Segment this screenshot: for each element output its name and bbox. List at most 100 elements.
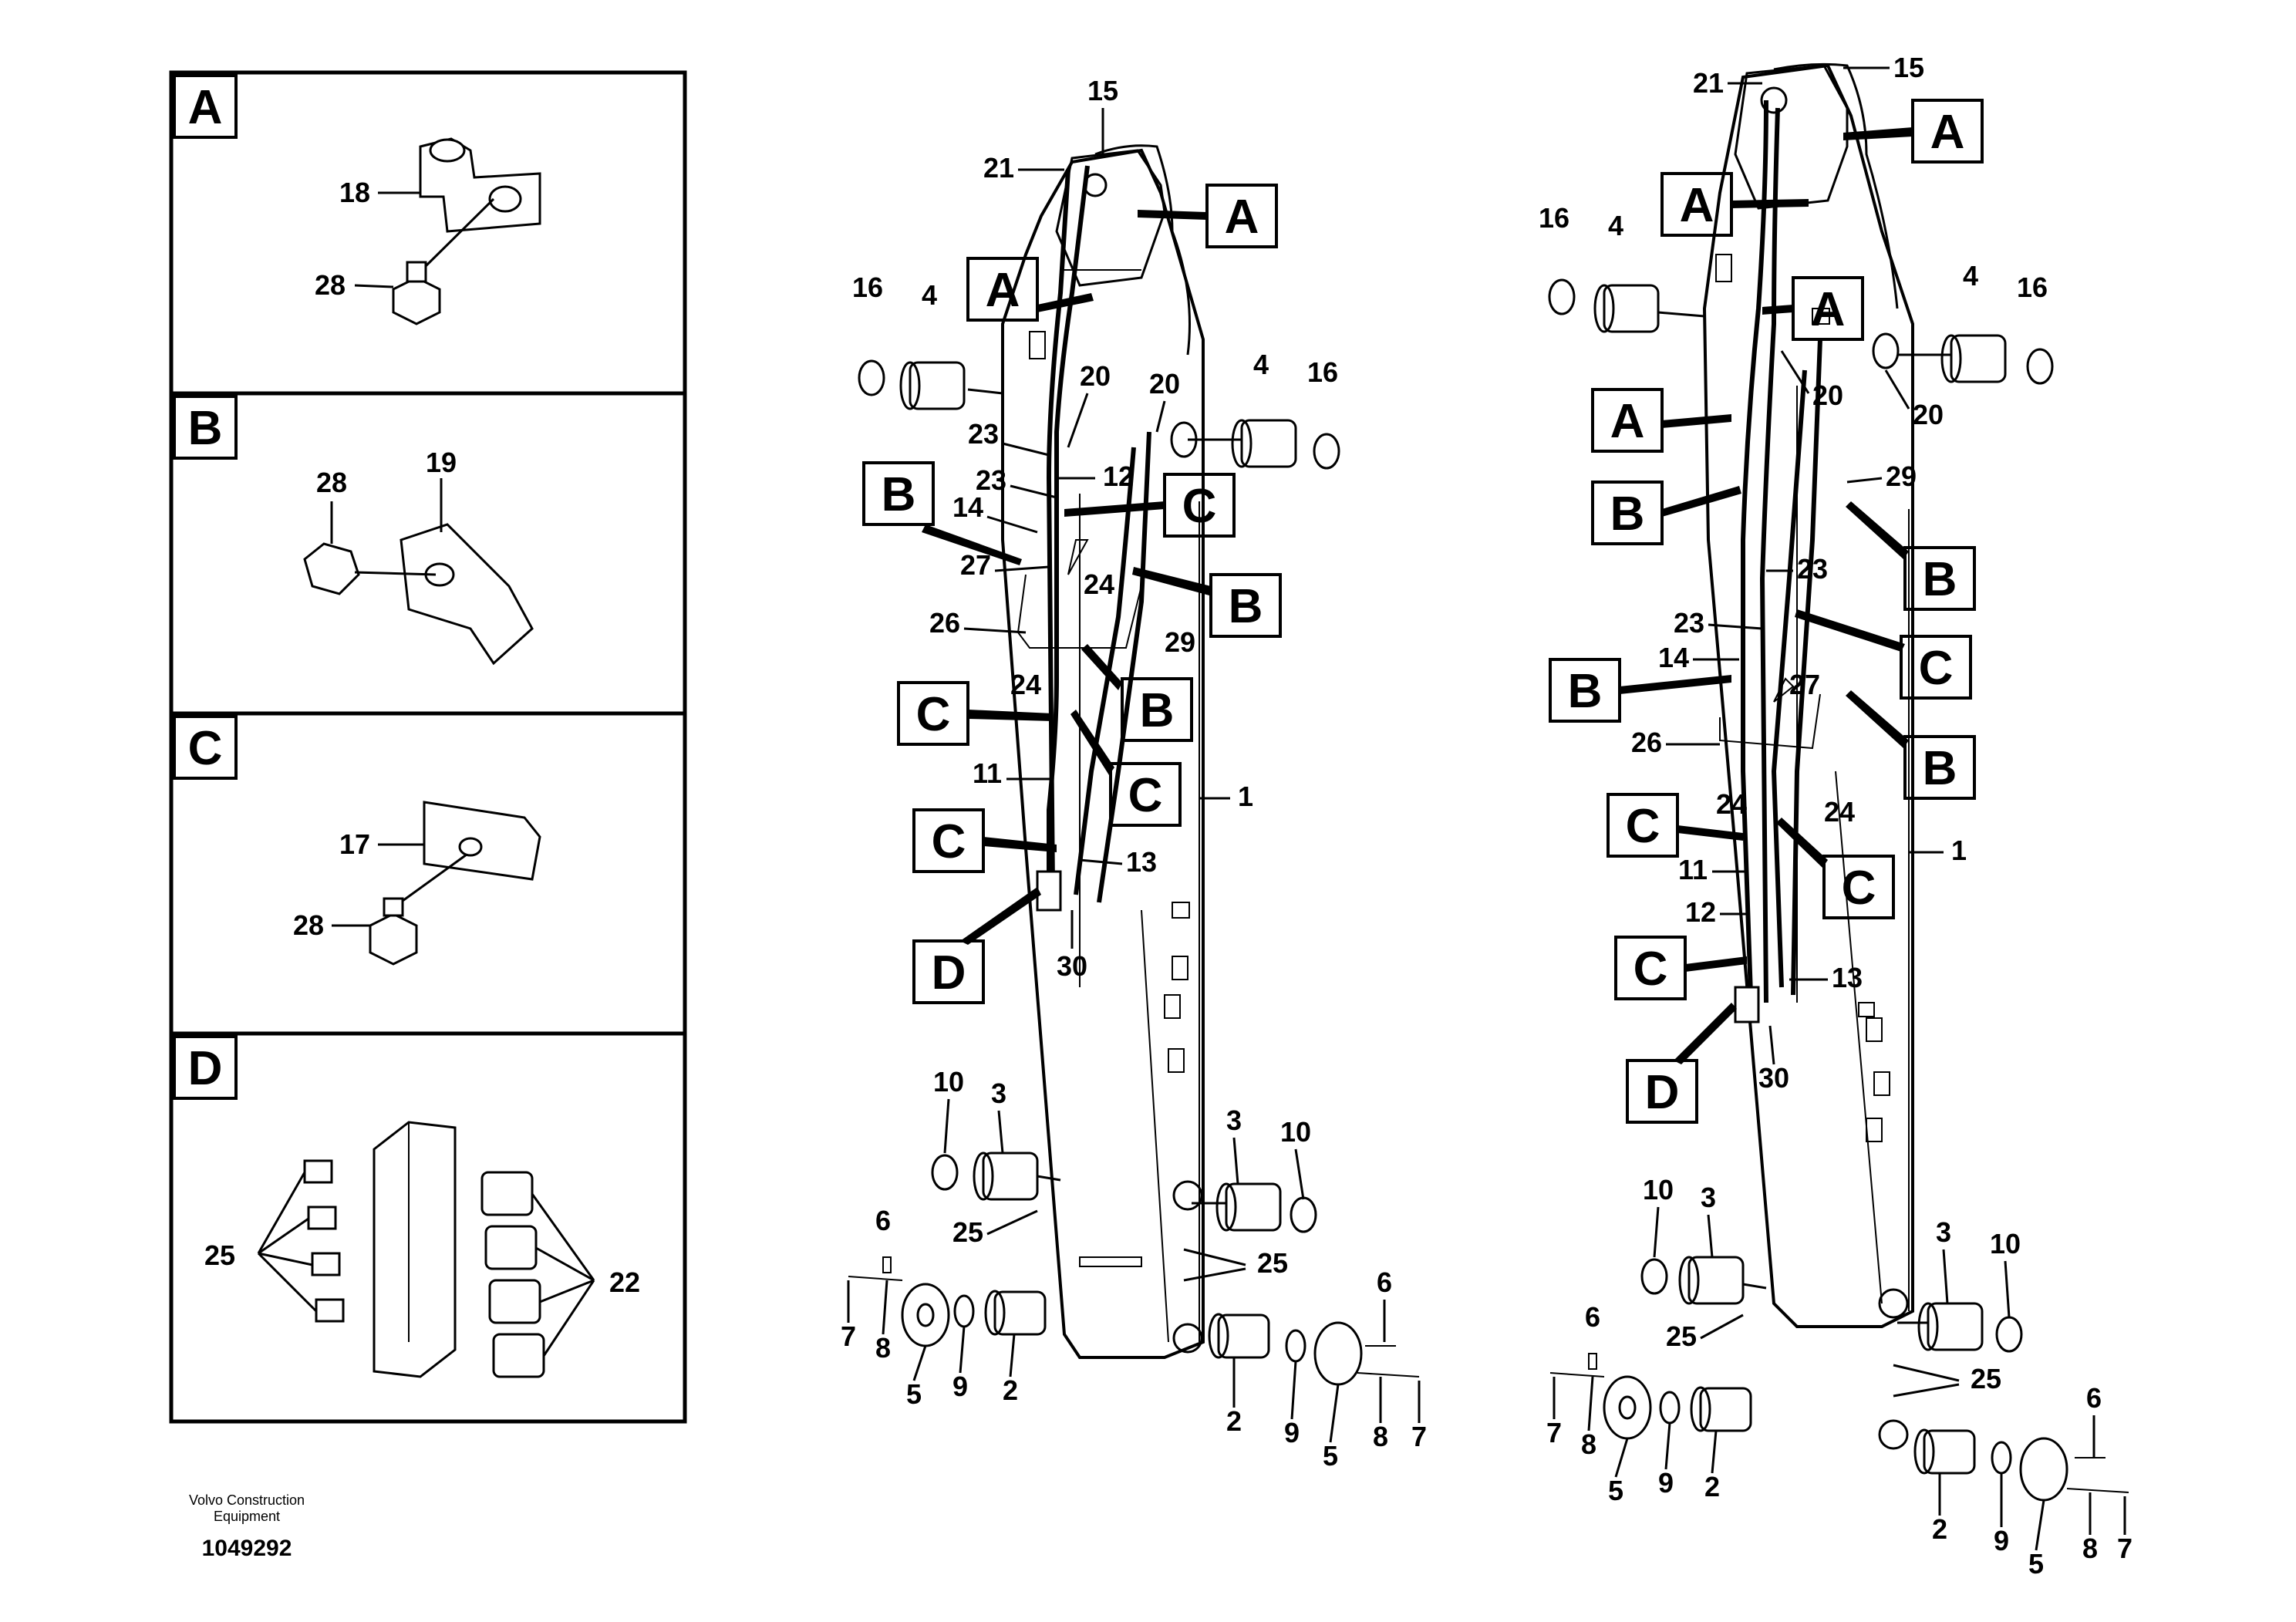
part-number-label: 26 [1631, 727, 1662, 758]
part-number-label: 25 [1666, 1320, 1697, 1352]
part-number-label: 5 [1323, 1440, 1338, 1472]
part-number-label: 9 [1284, 1417, 1300, 1448]
detail-panel-d: D 25 22 [173, 1035, 640, 1378]
part-number-label: 15 [1087, 75, 1118, 106]
part-number-label: 10 [1990, 1228, 2021, 1259]
right-ref-boxes: A A A A B B C B B C [1549, 99, 1984, 1124]
part-number-label: 29 [1165, 626, 1195, 658]
part-number-label: 6 [1377, 1266, 1392, 1298]
part-number-label: 12 [1103, 460, 1134, 492]
ref-b: B [1610, 487, 1645, 541]
label-19: 19 [426, 447, 457, 478]
panel-letter: D [188, 1042, 223, 1095]
part-number-label: 25 [1257, 1247, 1288, 1279]
detail-panels: A 18 28 B 28 19 [169, 70, 687, 1424]
part-number-label: 27 [1789, 669, 1820, 700]
ref-b: B [1923, 553, 1957, 606]
part-number-label: 25 [952, 1216, 983, 1248]
part-number-label: 25 [1971, 1363, 2001, 1394]
part-number-label: 24 [1824, 796, 1855, 828]
part-number-label: 16 [852, 271, 883, 303]
label-28: 28 [315, 269, 346, 301]
part-number-label: 21 [1693, 67, 1724, 99]
ref-c: C [916, 688, 951, 741]
ref-d: D [1645, 1066, 1680, 1119]
part-number-label: 2 [1932, 1513, 1947, 1545]
part-number-label: 3 [991, 1077, 1006, 1109]
detail-frame [169, 70, 687, 1424]
part-number-label: 23 [1797, 553, 1828, 585]
ref-c: C [1919, 642, 1954, 695]
part-number-label: 11 [1678, 854, 1708, 885]
part-number-label: 24 [1010, 669, 1041, 700]
part-number-label: 16 [2017, 271, 2048, 303]
part-number-label: 5 [1608, 1475, 1623, 1506]
drawing-number: 1049292 [201, 1536, 292, 1561]
label-22: 22 [609, 1266, 640, 1298]
part-number-label: 13 [1126, 846, 1157, 878]
panel-letter: A [188, 81, 223, 134]
part-number-label: 4 [1608, 210, 1623, 241]
part-number-label: 7 [2117, 1533, 2132, 1564]
part-number-label: 13 [1832, 962, 1863, 993]
part-number-label: 12 [1685, 896, 1716, 928]
part-number-label: 4 [922, 279, 937, 311]
ref-d: D [932, 946, 966, 1000]
left-arm-assembly: A A B C B B C [841, 75, 1427, 1472]
part-number-label: 6 [875, 1205, 891, 1236]
right-arm-assembly: A A A A B B C B B C [1539, 52, 2132, 1580]
part-number-label: 3 [1936, 1216, 1951, 1248]
part-number-label: 9 [1994, 1525, 2009, 1556]
part-number-label: 29 [1886, 460, 1917, 492]
ref-b: B [882, 468, 916, 521]
part-number-label: 20 [1149, 368, 1180, 400]
detail-panel-a: A 18 28 [173, 74, 541, 325]
ref-a: A [1930, 106, 1965, 159]
part-number-label: 8 [875, 1332, 891, 1364]
part-number-label: 14 [1658, 642, 1689, 673]
part-number-label: 23 [1674, 607, 1704, 639]
detail-panel-c: C 17 28 [173, 715, 541, 966]
part-number-label: 2 [1704, 1471, 1720, 1502]
ref-b: B [1568, 665, 1603, 718]
ref-b: B [1229, 580, 1263, 633]
ref-c: C [1842, 862, 1876, 915]
part-number-label: 2 [1003, 1374, 1018, 1406]
part-number-label: 2 [1226, 1405, 1242, 1437]
part-number-label: 10 [1643, 1174, 1674, 1206]
company-name-line1: Volvo Construction [188, 1492, 305, 1508]
part-number-label: 8 [2082, 1533, 2098, 1564]
part-number-label: 14 [952, 491, 983, 523]
label-25: 25 [204, 1239, 235, 1271]
part-number-label: 4 [1963, 260, 1978, 292]
part-number-label: 4 [1253, 349, 1269, 380]
part-number-label: 24 [1084, 568, 1114, 600]
part-number-label: 3 [1701, 1182, 1716, 1213]
ref-c: C [1182, 480, 1217, 533]
detail-panel-b: B 28 19 [173, 395, 534, 666]
right-labels: 21 15 16 4 4 16 20 20 29 23 23 14 27 26 … [1539, 52, 2132, 1580]
ref-c: C [1128, 769, 1163, 822]
ref-a: A [1225, 191, 1259, 244]
part-number-label: 10 [933, 1066, 964, 1098]
part-number-label: 21 [983, 152, 1014, 184]
ref-a: A [1610, 395, 1645, 448]
part-number-label: 7 [841, 1320, 856, 1352]
part-number-label: 3 [1226, 1104, 1242, 1136]
label-28: 28 [293, 909, 324, 941]
part-number-label: 10 [1280, 1116, 1311, 1148]
part-number-label: 8 [1581, 1428, 1596, 1460]
part-number-label: 15 [1893, 52, 1924, 83]
label-17: 17 [339, 828, 370, 860]
footer: Volvo Construction Equipment 1049292 [154, 1492, 339, 1562]
ref-a: A [986, 264, 1020, 317]
part-number-label: 20 [1913, 399, 1944, 430]
part-number-label: 7 [1546, 1417, 1562, 1448]
part-number-label: 20 [1812, 379, 1843, 411]
label-18: 18 [339, 177, 370, 208]
ref-c: C [932, 815, 966, 868]
part-number-label: 11 [973, 757, 1002, 789]
part-number-label: 9 [1658, 1467, 1674, 1499]
ref-a: A [1811, 283, 1846, 336]
part-number-label: 6 [1585, 1301, 1600, 1333]
